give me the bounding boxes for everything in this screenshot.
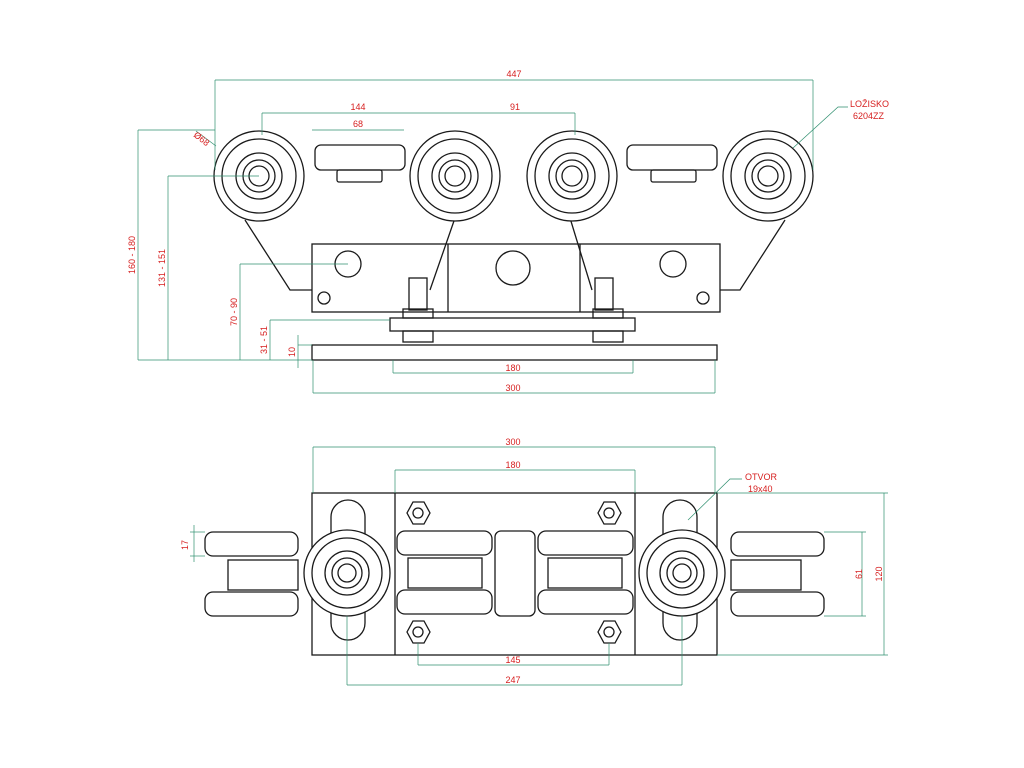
dim-145: 145 — [505, 655, 520, 665]
side-dimension-lines — [137, 79, 848, 394]
plan-nuts — [406, 501, 622, 644]
dim-91: 91 — [510, 102, 520, 112]
plan-right-rollers — [730, 531, 825, 617]
dim-300-top: 300 — [505, 383, 520, 393]
dim-17: 17 — [180, 540, 190, 550]
plan-wheel-right — [638, 529, 726, 617]
bearing-label-line1: LOŽISKO — [850, 99, 889, 109]
guide-roller-left — [314, 144, 406, 183]
dim-70-90: 70 - 90 — [229, 298, 239, 326]
plan-view: 300 180 17 61 120 145 247 OTVOR 19x40 — [180, 437, 888, 686]
base-plate — [311, 344, 718, 361]
plan-dimension-lines — [190, 446, 888, 686]
dim-131-151: 131 - 151 — [157, 249, 167, 287]
side-elevation-view: 447 144 91 68 Ø68 160 - 180 131 - 151 70… — [127, 69, 889, 394]
wheel-2 — [409, 130, 501, 222]
dim-180-bottom: 180 — [505, 460, 520, 470]
plan-wheel-left — [303, 529, 391, 617]
dim-10: 10 — [287, 347, 297, 357]
hole-label-line1: OTVOR — [745, 472, 778, 482]
dim-144: 144 — [350, 102, 365, 112]
carriage-frame — [244, 217, 786, 313]
mounting-bolts — [389, 277, 636, 343]
dim-247: 247 — [505, 675, 520, 685]
bearing-label-line2: 6204ZZ — [853, 111, 885, 121]
wheel-4 — [722, 130, 814, 222]
plan-left-rollers — [204, 531, 299, 617]
plan-center-rollers — [396, 530, 634, 617]
wheel-3 — [526, 130, 618, 222]
dim-160-180: 160 - 180 — [127, 236, 137, 274]
dim-68: 68 — [353, 119, 363, 129]
dim-447: 447 — [506, 69, 521, 79]
guide-roller-right — [626, 144, 718, 183]
hole-label-line2: 19x40 — [748, 484, 773, 494]
dim-180-top: 180 — [505, 363, 520, 373]
dim-120: 120 — [874, 566, 884, 581]
dim-300-bottom: 300 — [505, 437, 520, 447]
dim-61: 61 — [854, 569, 864, 579]
dim-31-51: 31 - 51 — [259, 326, 269, 354]
dim-wheel-diameter: Ø68 — [192, 130, 212, 148]
